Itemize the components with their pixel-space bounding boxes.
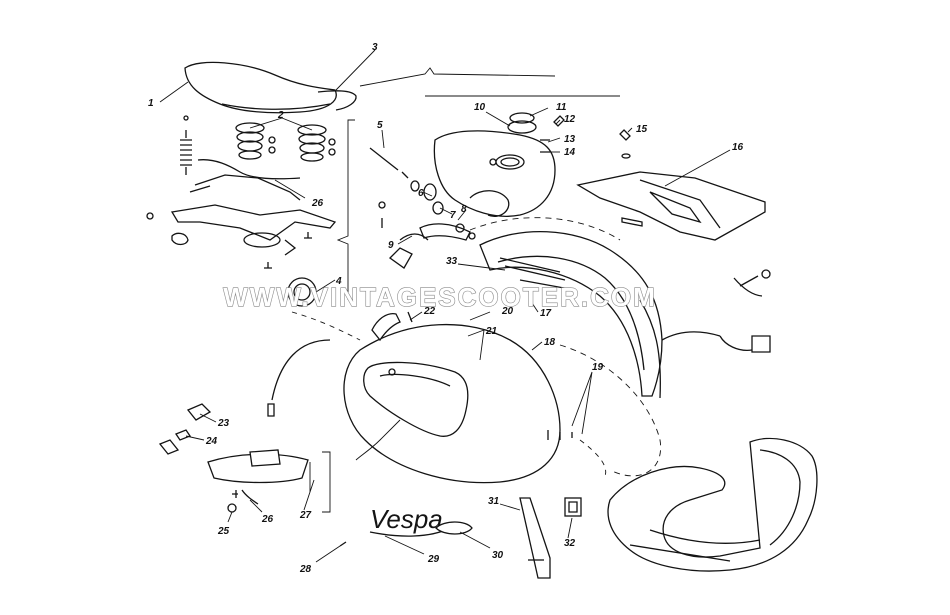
- callout-16: 16: [732, 142, 744, 153]
- seat-wire: [197, 159, 301, 180]
- badge-plate: [564, 497, 582, 517]
- callout-1: 1: [148, 98, 154, 109]
- callout-17: 17: [540, 308, 552, 319]
- callout-8: 8: [461, 204, 467, 215]
- callout-28: 28: [299, 564, 312, 575]
- group-brace-top: [359, 67, 556, 87]
- callout-18: 18: [544, 337, 556, 348]
- callout-25: 25: [217, 526, 230, 537]
- coil-spring: [180, 115, 192, 175]
- callout-11: 11: [556, 102, 567, 113]
- callout-9: 9: [388, 240, 394, 251]
- leader-lines: [159, 49, 731, 563]
- callout-7: 7: [450, 210, 456, 221]
- callout-23: 23: [217, 418, 230, 429]
- callout-15: 15: [636, 124, 648, 135]
- vespa-logo-text: Vespa: [370, 504, 443, 534]
- fuel-tap-parts: [369, 147, 476, 269]
- callout-32: 32: [564, 538, 576, 549]
- callout-3: 3: [372, 42, 378, 53]
- callout-12: 12: [564, 114, 576, 125]
- callout-14: 14: [564, 147, 576, 158]
- callout-29: 29: [427, 554, 440, 565]
- leg-shield-floor: [607, 437, 818, 572]
- seat-frame: [146, 174, 337, 269]
- saddle-seat: [184, 61, 357, 114]
- stand-bracket: [519, 497, 551, 579]
- callout-2: 2: [277, 110, 284, 121]
- callout-10: 10: [474, 102, 486, 113]
- dashed-link-left: [291, 311, 361, 341]
- watermark-text: WWW.VINTAGESCOOTER.COM: [223, 282, 657, 312]
- vespa-script-badge: Vespa: [369, 504, 451, 537]
- callout-19: 19: [592, 362, 604, 373]
- callout-31: 31: [488, 496, 500, 507]
- wiring-parts: [661, 269, 771, 353]
- emblem-badge: [435, 521, 473, 535]
- side-cowl: [343, 323, 573, 484]
- callout-5: 5: [377, 120, 383, 131]
- callout-24: 24: [205, 436, 218, 447]
- callout-13: 13: [564, 134, 576, 145]
- left-small-parts: [158, 277, 413, 547]
- callout-20: 20: [501, 306, 514, 317]
- callout-4: 4: [335, 276, 342, 287]
- assembly-outline-2: [469, 217, 621, 241]
- callout-26-seat: 26: [311, 198, 324, 209]
- assembly-outline: [559, 344, 662, 477]
- callout-30: 30: [492, 550, 504, 561]
- seat-springs: [235, 122, 336, 162]
- fuel-tank: [433, 112, 565, 217]
- callout-21: 21: [485, 326, 498, 337]
- bracket-27: [322, 451, 331, 513]
- assembly-outline-3: [579, 439, 607, 479]
- callout-6: 6: [418, 188, 424, 199]
- group-brace-left: [336, 119, 355, 300]
- callout-26-lid: 26: [261, 514, 274, 525]
- callout-22: 22: [423, 306, 436, 317]
- rear-mudguard: [479, 231, 663, 399]
- callout-labels: 1 2 3 4 5 6 7 8 9 10 11 12 13 14 15 16 1…: [148, 42, 744, 575]
- callout-27: 27: [299, 510, 312, 521]
- luggage-rack: [576, 129, 766, 241]
- callout-33: 33: [446, 256, 458, 267]
